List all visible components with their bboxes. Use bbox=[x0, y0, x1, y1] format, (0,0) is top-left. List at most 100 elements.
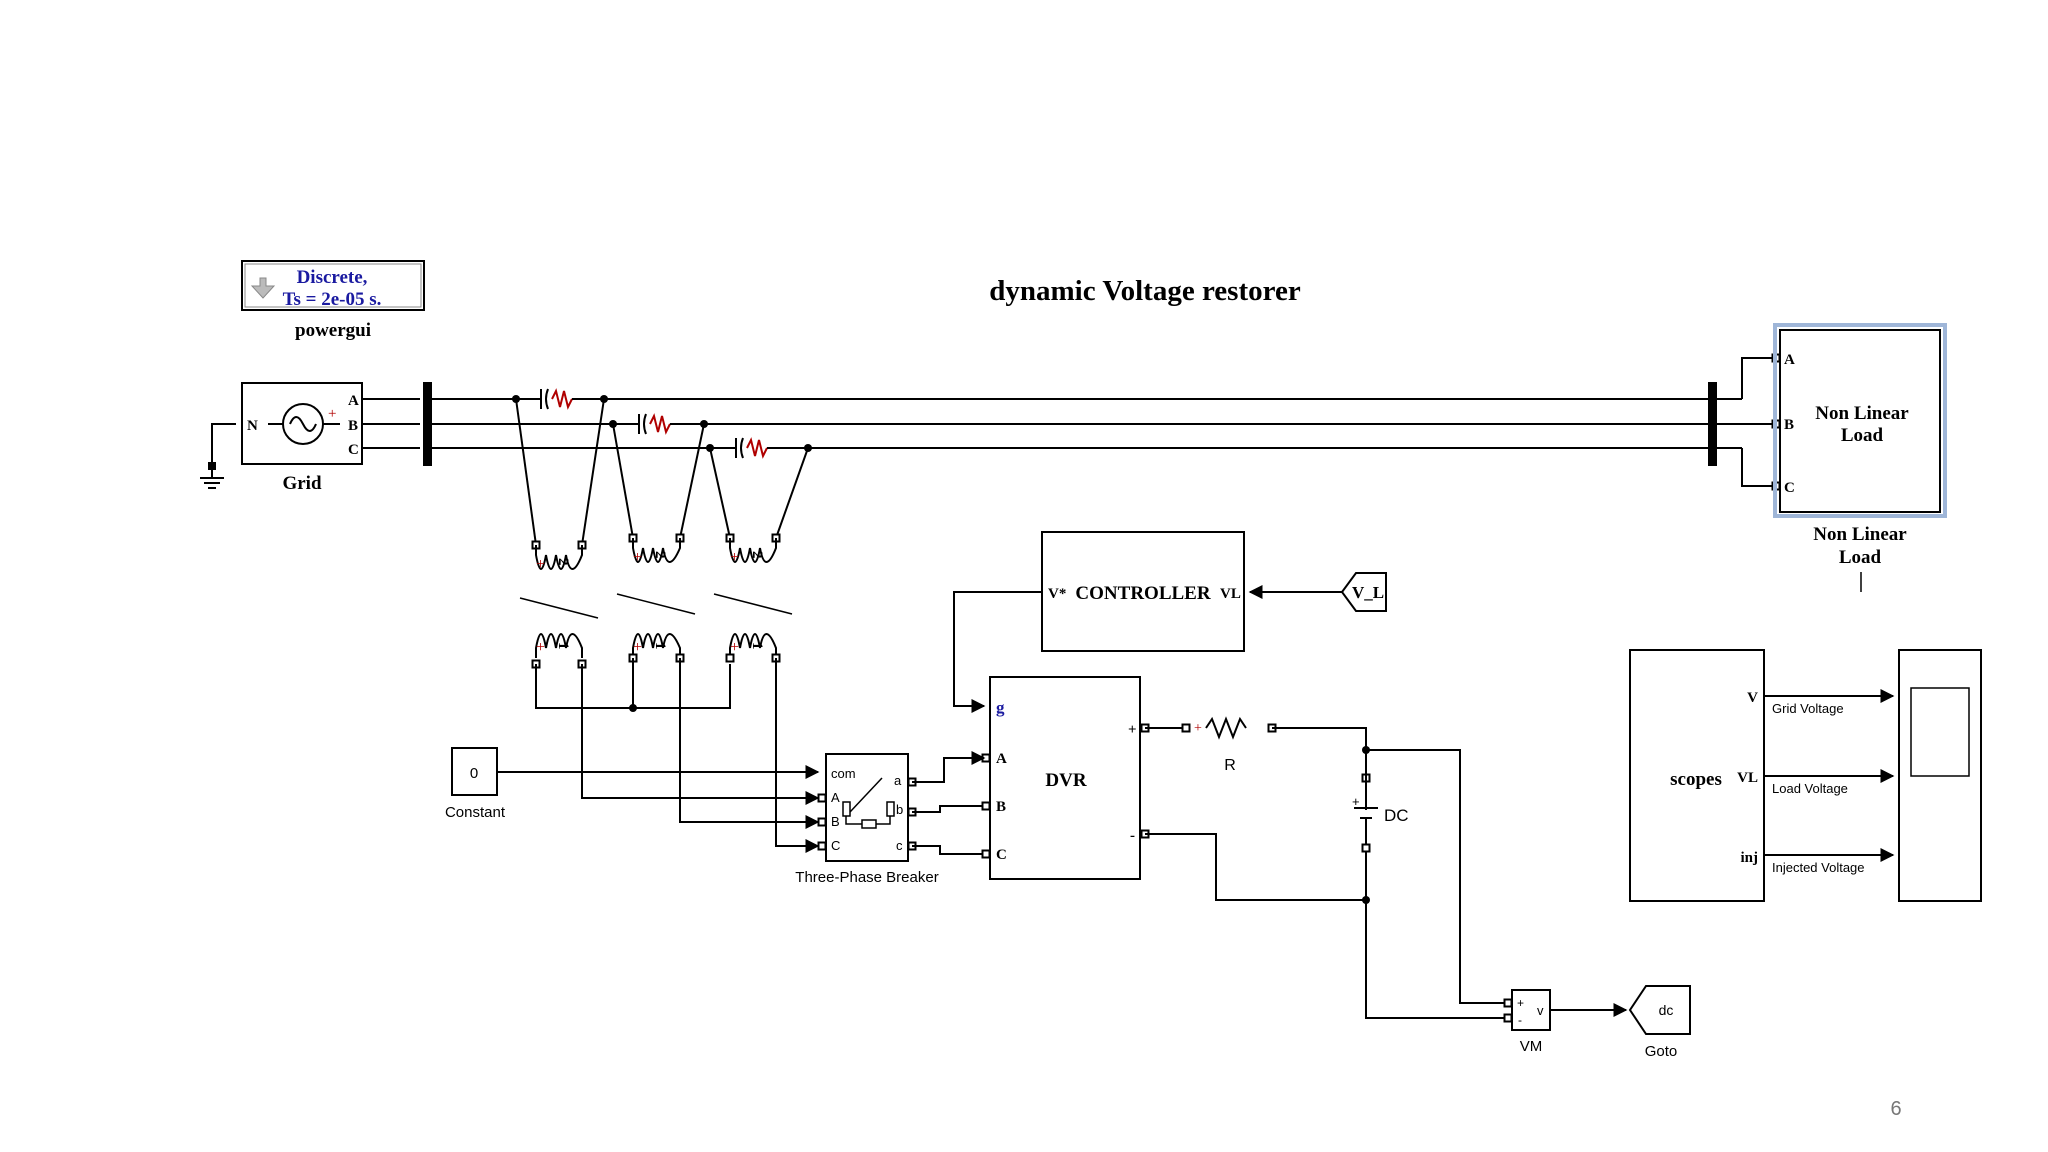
load-port-c: C bbox=[1784, 480, 1795, 496]
dc-source-block[interactable]: + bbox=[1352, 750, 1378, 900]
scopes-label: scopes bbox=[1670, 769, 1722, 790]
grid-port-b: B bbox=[348, 418, 358, 434]
controller-in: V* bbox=[1048, 586, 1066, 602]
non-linear-load-block[interactable]: A B C Non Linear Load bbox=[1773, 323, 1947, 518]
resistor-r[interactable]: + bbox=[1145, 716, 1277, 740]
signal-load-voltage: Load Voltage bbox=[1772, 781, 1848, 796]
diagram-title: dynamic Voltage restorer bbox=[989, 275, 1301, 307]
scope-block[interactable] bbox=[1898, 649, 1982, 902]
arrow-down-icon bbox=[250, 277, 276, 299]
phase-a-line bbox=[432, 395, 1708, 403]
vm-label: VM bbox=[1520, 1038, 1543, 1055]
breaker-in-c: C bbox=[831, 838, 840, 853]
constant-label: Constant bbox=[445, 804, 506, 821]
constant-block[interactable]: 0 bbox=[451, 747, 498, 796]
grid-label: Grid bbox=[282, 473, 321, 494]
svg-text:+: + bbox=[633, 639, 642, 656]
signal-grid-voltage: Grid Voltage bbox=[1772, 701, 1844, 716]
load-port-b: B bbox=[1784, 417, 1794, 433]
goto-tag-dc[interactable]: dc bbox=[1628, 985, 1691, 1035]
vm-out: v bbox=[1537, 1003, 1544, 1018]
transformer-c-w1: 1 bbox=[749, 642, 765, 650]
series-element-b[interactable] bbox=[626, 413, 700, 435]
bus-bar-left[interactable] bbox=[423, 382, 432, 466]
bus-bar-right[interactable] bbox=[1708, 382, 1717, 466]
dvr-port-a: A bbox=[996, 751, 1007, 767]
dvr-minus: - bbox=[1130, 828, 1135, 844]
svg-text:+: + bbox=[730, 549, 739, 566]
resistor-label: R bbox=[1224, 757, 1236, 774]
dvr-label: DVR bbox=[1045, 770, 1086, 791]
breaker-in-a: A bbox=[831, 790, 840, 805]
transformer-a-w1: 1 bbox=[555, 642, 571, 650]
scopes-block[interactable]: scopes V VL inj bbox=[1629, 649, 1765, 902]
scopes-port-v: V bbox=[1747, 690, 1758, 706]
dvr-port-c: C bbox=[996, 847, 1007, 863]
dvr-port-b: B bbox=[996, 799, 1006, 815]
svg-text:+: + bbox=[1194, 721, 1202, 736]
svg-text:+: + bbox=[536, 639, 545, 656]
series-element-c[interactable] bbox=[723, 437, 797, 459]
transformer-b-w1: 1 bbox=[652, 642, 668, 650]
grid-plus: + bbox=[328, 406, 336, 422]
transformer-c[interactable]: + 2 + 1 bbox=[709, 447, 809, 663]
breaker-label: Three-Phase Breaker bbox=[795, 869, 938, 886]
svg-text:+: + bbox=[730, 639, 739, 656]
phase-c-line bbox=[432, 444, 1708, 452]
transformer-a-w2: 2 bbox=[555, 558, 571, 566]
scope-screen-icon bbox=[1910, 687, 1970, 777]
breaker-out-b: b bbox=[896, 802, 903, 817]
dvr-block[interactable]: g A B C DVR + - bbox=[989, 676, 1141, 880]
controller-label: CONTROLLER bbox=[1075, 583, 1210, 604]
transformer-a[interactable]: + 2 + 1 bbox=[515, 398, 605, 669]
dc-plus: + bbox=[1352, 794, 1360, 809]
svg-text:+: + bbox=[536, 556, 545, 573]
dvr-plus: + bbox=[1128, 722, 1137, 738]
phase-b-line bbox=[432, 420, 1708, 428]
powergui-line1: Discrete, bbox=[297, 267, 368, 288]
goto-vl-text: V_L bbox=[1352, 583, 1384, 602]
powergui-label: powergui bbox=[295, 320, 371, 341]
breaker-switch-icon bbox=[842, 777, 895, 829]
vm-minus: - bbox=[1518, 1013, 1522, 1027]
load-line1: Non Linear bbox=[1815, 403, 1909, 424]
voltage-measurement-block[interactable]: + - v bbox=[1511, 989, 1551, 1031]
grid-port-c: C bbox=[348, 442, 359, 458]
ground-symbol bbox=[200, 423, 236, 489]
goto-dc-text: dc bbox=[1659, 1002, 1674, 1018]
breaker-out-a: a bbox=[894, 773, 902, 788]
breaker-out-c: c bbox=[896, 838, 903, 853]
constant-value: 0 bbox=[470, 765, 478, 782]
grid-port-n: N bbox=[247, 418, 258, 434]
ac-source-icon bbox=[289, 416, 317, 432]
powergui-line2: Ts = 2e-05 s. bbox=[283, 289, 382, 310]
load-line2: Load bbox=[1841, 425, 1884, 446]
transformer-c-w2: 2 bbox=[749, 551, 765, 559]
breaker-com: com bbox=[831, 766, 856, 781]
controller-out: VL bbox=[1220, 586, 1241, 602]
scopes-port-vl: VL bbox=[1737, 770, 1758, 786]
load-caption-1: Non Linear bbox=[1813, 524, 1907, 545]
svg-text:+: + bbox=[633, 549, 642, 566]
page-number: 6 bbox=[1890, 1098, 1901, 1120]
load-caption-2: Load bbox=[1839, 547, 1882, 568]
load-port-a: A bbox=[1784, 352, 1795, 368]
dvr-port-g: g bbox=[996, 698, 1005, 717]
dc-label: DC bbox=[1384, 806, 1409, 825]
controller-block[interactable]: V* CONTROLLER VL bbox=[1041, 531, 1245, 652]
transformer-b-w2: 2 bbox=[652, 551, 668, 559]
signal-injected-voltage: Injected Voltage bbox=[1772, 860, 1865, 875]
breaker-in-b: B bbox=[831, 814, 840, 829]
goto-dc-label: Goto bbox=[1645, 1043, 1678, 1060]
three-phase-breaker-block[interactable]: com A B C a b c bbox=[825, 753, 909, 862]
powergui-block[interactable]: Discrete, Ts = 2e-05 s. bbox=[241, 260, 425, 311]
scopes-port-inj: inj bbox=[1740, 850, 1758, 866]
grid-source-block[interactable]: + N A B C bbox=[241, 382, 363, 465]
goto-tag-vl[interactable]: V_L bbox=[1340, 572, 1387, 612]
grid-port-a: A bbox=[348, 393, 359, 409]
vm-plus: + bbox=[1517, 996, 1524, 1010]
secondary-neutral bbox=[535, 658, 731, 712]
transformer-b[interactable]: + 2 + 1 bbox=[612, 423, 705, 663]
series-element-a[interactable] bbox=[528, 388, 602, 410]
